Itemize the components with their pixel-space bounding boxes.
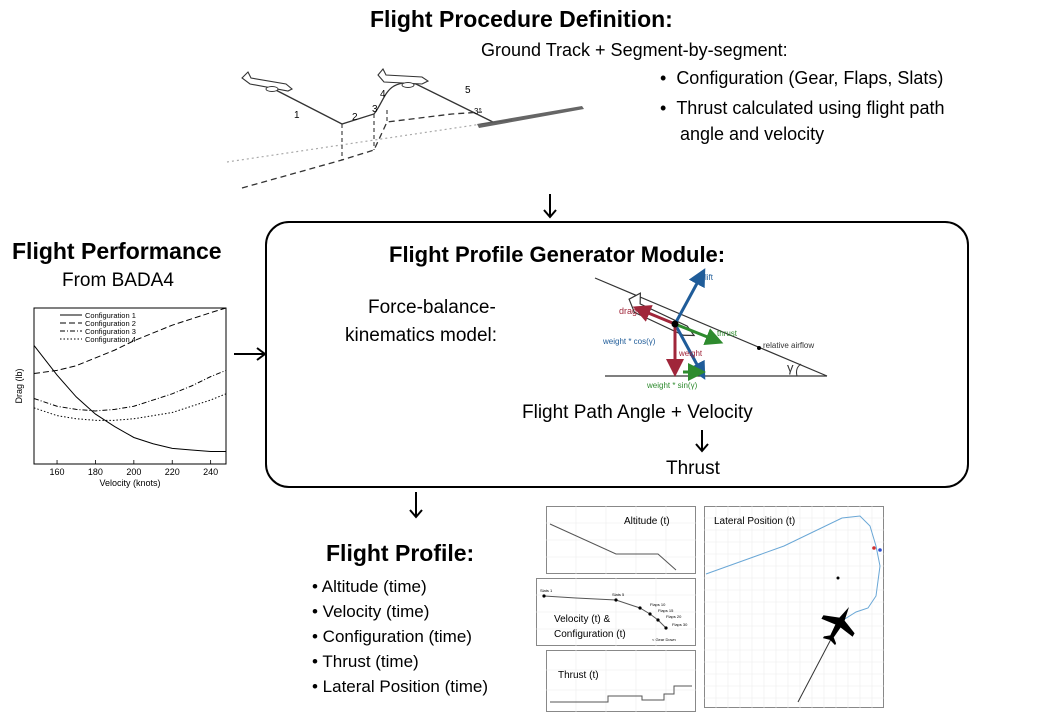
weight-label: weight: [678, 349, 703, 358]
lateral-track: [705, 515, 881, 623]
procedure-bullet-2-cont: angle and velocity: [680, 124, 825, 144]
x-tick-label: 220: [165, 467, 180, 477]
velocity-mark-3: Flaps 10: [650, 602, 666, 607]
legend-label-2: Configuration 2: [85, 319, 136, 328]
fpa-velocity-label: Flight Path Angle + Velocity: [522, 402, 753, 423]
x-tick-label: 240: [203, 467, 218, 477]
aircraft-icon: [377, 68, 430, 88]
aircraft-icon: [241, 71, 293, 92]
x-tick-label: 180: [88, 467, 103, 477]
velocity-mark-1: Slats 1: [540, 588, 553, 593]
segment-label-1: 1: [294, 110, 300, 121]
force-diagram: lift drag thrust weight weight * cos(γ) …: [594, 268, 828, 390]
module-title: Flight Profile Generator Module:: [389, 242, 726, 267]
arrow-fpa-to-thrust: [695, 430, 709, 453]
lift-label: lift: [705, 273, 714, 282]
glide-angle-label: 3°: [474, 107, 482, 116]
segment-label-5: 5: [465, 85, 471, 96]
gamma-label: γ: [787, 360, 794, 375]
velocity-panel-label-2: Configuration (t): [554, 629, 626, 640]
procedure-bullet-1-text: Configuration (Gear, Flaps, Slats): [676, 68, 944, 88]
profile-items: • Altitude (time) • Velocity (time) • Co…: [312, 574, 488, 699]
airflow-dot: [757, 346, 761, 350]
series-line-2: [33, 307, 227, 375]
procedure-bullet-1: • Configuration (Gear, Flaps, Slats): [660, 68, 944, 88]
glide-angle-ref: [479, 119, 513, 125]
gamma-arc: [796, 363, 802, 377]
thrust-panel-label: Thrust (t): [558, 670, 599, 681]
x-tick-label: 200: [126, 467, 141, 477]
thrust-arrow: [674, 322, 724, 346]
procedure-title: Flight Procedure Definition:: [370, 6, 673, 32]
lift-arrow: [673, 268, 706, 325]
thrust-label: thrust: [717, 329, 738, 338]
profile-item-altitude: • Altitude (time): [312, 577, 427, 596]
velocity-mark-7: < Gear Down: [652, 637, 676, 642]
waypoint-red: [872, 546, 876, 550]
generator-module-box: [265, 221, 969, 488]
procedure-subtitle: Ground Track + Segment-by-segment:: [481, 40, 788, 60]
segment-label-2: 2: [352, 112, 358, 123]
segment-label-4: 4: [380, 89, 386, 100]
legend-label-1: Configuration 1: [85, 311, 136, 320]
legend-label-4: Configuration 4: [85, 335, 136, 344]
force-origin-dot: [671, 320, 679, 328]
waypoint-black: [836, 576, 840, 580]
legend-label-3: Configuration 3: [85, 327, 136, 336]
series-line-3: [33, 369, 227, 412]
altitude-line: [549, 523, 677, 571]
drag-arrow: [632, 305, 676, 326]
performance-subtitle: From BADA4: [62, 270, 174, 291]
velocity-mark-6: Flaps 30: [672, 622, 688, 627]
thrust-line: [550, 685, 692, 703]
velocity-panel-label-1: Velocity (t) &: [554, 614, 610, 625]
procedure-bullet-2-text: Thrust calculated using flight path: [676, 98, 945, 118]
lateral-position-panel: Lateral Position (t): [704, 506, 884, 708]
weight-cos-label: weight * cos(γ): [602, 337, 656, 346]
flight-path-line: [594, 277, 828, 377]
profile-item-velocity: • Velocity (time): [312, 602, 430, 621]
profile-title: Flight Profile:: [326, 540, 475, 566]
arrow-procedure-to-module: [543, 194, 557, 219]
chart-xlabel: Velocity (knots): [99, 478, 160, 488]
chart-ylabel: Drag (lb): [14, 368, 24, 403]
arrow-performance-to-module: [234, 347, 267, 361]
procedure-trajectory-diagram: 1 2 3 4 5 3°: [226, 68, 584, 189]
series-line-4: [33, 393, 227, 421]
altitude-panel-label: Altitude (t): [624, 516, 670, 527]
weight-sin-label: weight * sin(γ): [646, 381, 698, 390]
segment-label-3: 3: [372, 104, 378, 115]
velocity-mark-2: Slats 5: [612, 592, 625, 597]
airflow-label: relative airflow: [763, 341, 814, 350]
velocity-mark-5: Flaps 20: [666, 614, 682, 619]
x-tick-label: 160: [50, 467, 65, 477]
model-label-line2: kinematics model:: [345, 325, 498, 346]
drag-label: drag: [619, 306, 637, 316]
profile-item-configuration: • Configuration (time): [312, 627, 472, 646]
procedure-bullet-2: • Thrust calculated using flight path: [660, 98, 945, 118]
thrust-panel: Thrust (t): [546, 650, 696, 712]
runway: [477, 106, 584, 128]
ground-track-dashed: [241, 111, 483, 189]
module-thrust-label: Thrust: [666, 458, 720, 479]
velocity-mark-4: Flaps 15: [658, 608, 674, 613]
waypoint-blue: [878, 548, 882, 552]
series-line-1: [33, 345, 226, 453]
altitude-panel: Altitude (t): [546, 506, 696, 574]
velocity-panel: Slats 1 Slats 5 Flaps 10 Flaps 15 Flaps …: [536, 578, 696, 646]
profile-item-thrust: • Thrust (time): [312, 652, 419, 671]
aircraft-icon: [821, 606, 855, 646]
performance-title: Flight Performance: [12, 238, 222, 264]
lateral-panel-label: Lateral Position (t): [714, 516, 795, 527]
arrow-module-to-profile: [409, 492, 423, 519]
profile-item-lateral: • Lateral Position (time): [312, 677, 489, 696]
model-label-line1: Force-balance-: [368, 297, 496, 318]
